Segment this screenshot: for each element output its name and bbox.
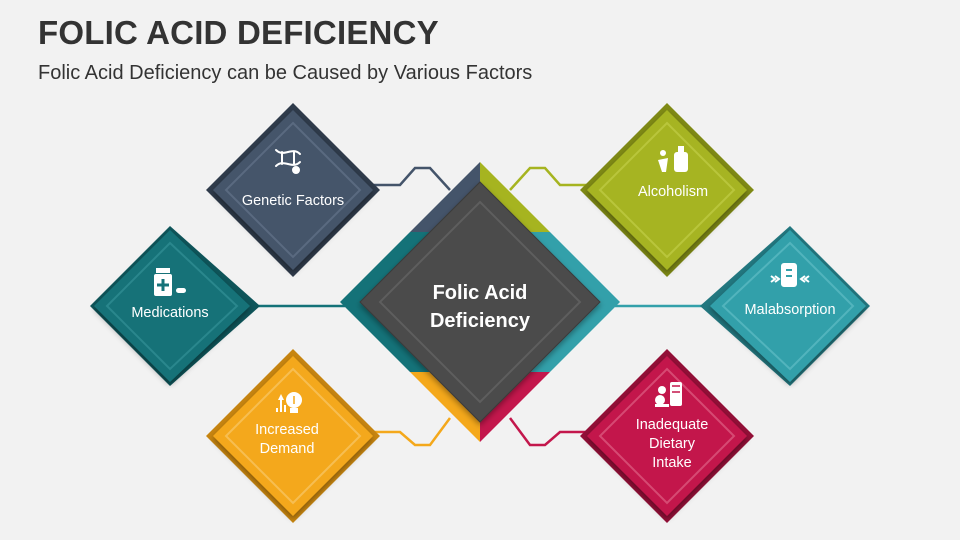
- center-label-line: Deficiency: [429, 310, 531, 332]
- factor-label-alcoholism: Alcoholism: [608, 183, 738, 202]
- connector-genetic: [365, 166, 451, 191]
- factor-label-line: Genetic Factors: [241, 193, 345, 209]
- lightbulb-growth-icon: [276, 392, 302, 413]
- connector-demand: [365, 417, 452, 447]
- factor-label-line: Dietary: [649, 436, 695, 452]
- diamond-alcoholism: [580, 103, 754, 277]
- connector-dietary: [508, 417, 595, 447]
- medicine-bottle-icon: [154, 268, 186, 296]
- center-label: Folic Acid Deficiency: [410, 279, 550, 335]
- factor-label-medications: Medications: [105, 304, 235, 323]
- diamond-genetic: [206, 103, 380, 277]
- alcohol-bottle-icon: [658, 146, 688, 172]
- factor-label-demand: Increased Demand: [222, 421, 352, 459]
- factor-label-line: Medications: [131, 305, 209, 321]
- factor-label-line: Intake: [652, 455, 692, 471]
- center-label-line: Folic Acid: [432, 282, 528, 304]
- factor-label-genetic: Genetic Factors: [228, 192, 358, 211]
- diamond-medications: [90, 226, 260, 386]
- factor-label-line: Demand: [259, 441, 315, 457]
- diamond-malabsorption: [700, 226, 870, 386]
- factor-label-line: Malabsorption: [744, 302, 836, 318]
- factor-label-line: Increased: [255, 422, 319, 438]
- food-icon: [655, 382, 682, 407]
- factor-label-line: Alcoholism: [637, 184, 709, 200]
- factor-label-malabsorption: Malabsorption: [725, 301, 855, 320]
- dna-icon: [275, 149, 301, 174]
- factor-label-line: Inadequate: [635, 417, 709, 433]
- intestine-icon: [770, 263, 810, 287]
- diamond-demand: [206, 349, 380, 523]
- factor-label-dietary: Inadequate Dietary Intake: [607, 416, 737, 473]
- diamond-dietary: [580, 349, 754, 523]
- center-diamond: [359, 181, 601, 423]
- page-subtitle: Folic Acid Deficiency can be Caused by V…: [38, 62, 533, 84]
- connector-alcoholism: [509, 166, 595, 191]
- page-title: FOLIC ACID DEFICIENCY: [38, 14, 439, 51]
